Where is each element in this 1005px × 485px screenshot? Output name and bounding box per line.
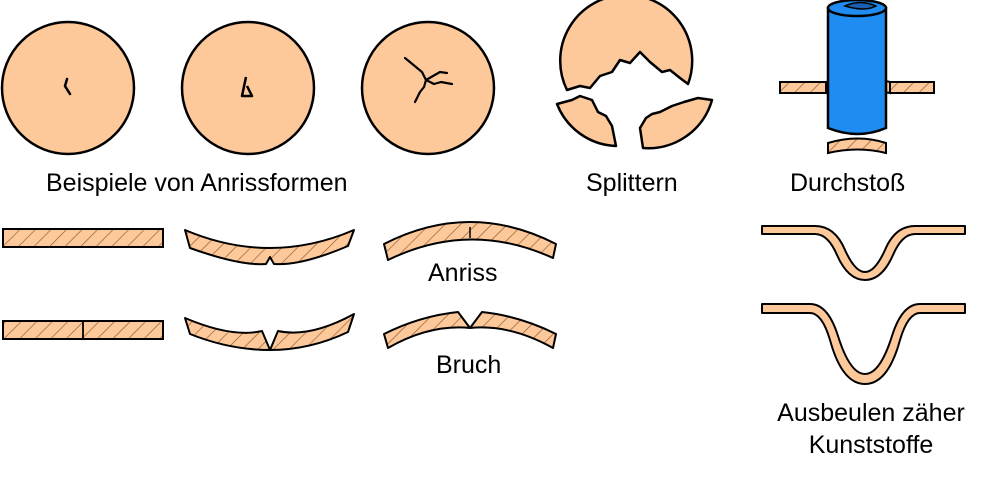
disc-star-crack — [360, 20, 496, 156]
label-ausbeulen-line1: Ausbeulen zäher — [777, 399, 965, 427]
anriss-row — [2, 221, 557, 266]
bulge-shallow — [761, 225, 966, 281]
label-durchstoss: Durchstoß — [790, 169, 906, 197]
punch-through — [779, 0, 935, 155]
bulge-deep — [761, 303, 966, 385]
label-anriss: Anriss — [428, 259, 498, 287]
label-anrissformen: Beispiele von Anrissformen — [46, 169, 348, 197]
label-ausbeulen-line2: Kunststoffe — [808, 431, 934, 459]
bruch-row — [2, 311, 557, 351]
label-bruch: Bruch — [436, 351, 502, 379]
splintered-disc — [555, 0, 714, 150]
label-splittern: Splittern — [586, 169, 678, 197]
disc-loop-crack — [180, 20, 316, 156]
disc-small-crack — [0, 20, 136, 156]
